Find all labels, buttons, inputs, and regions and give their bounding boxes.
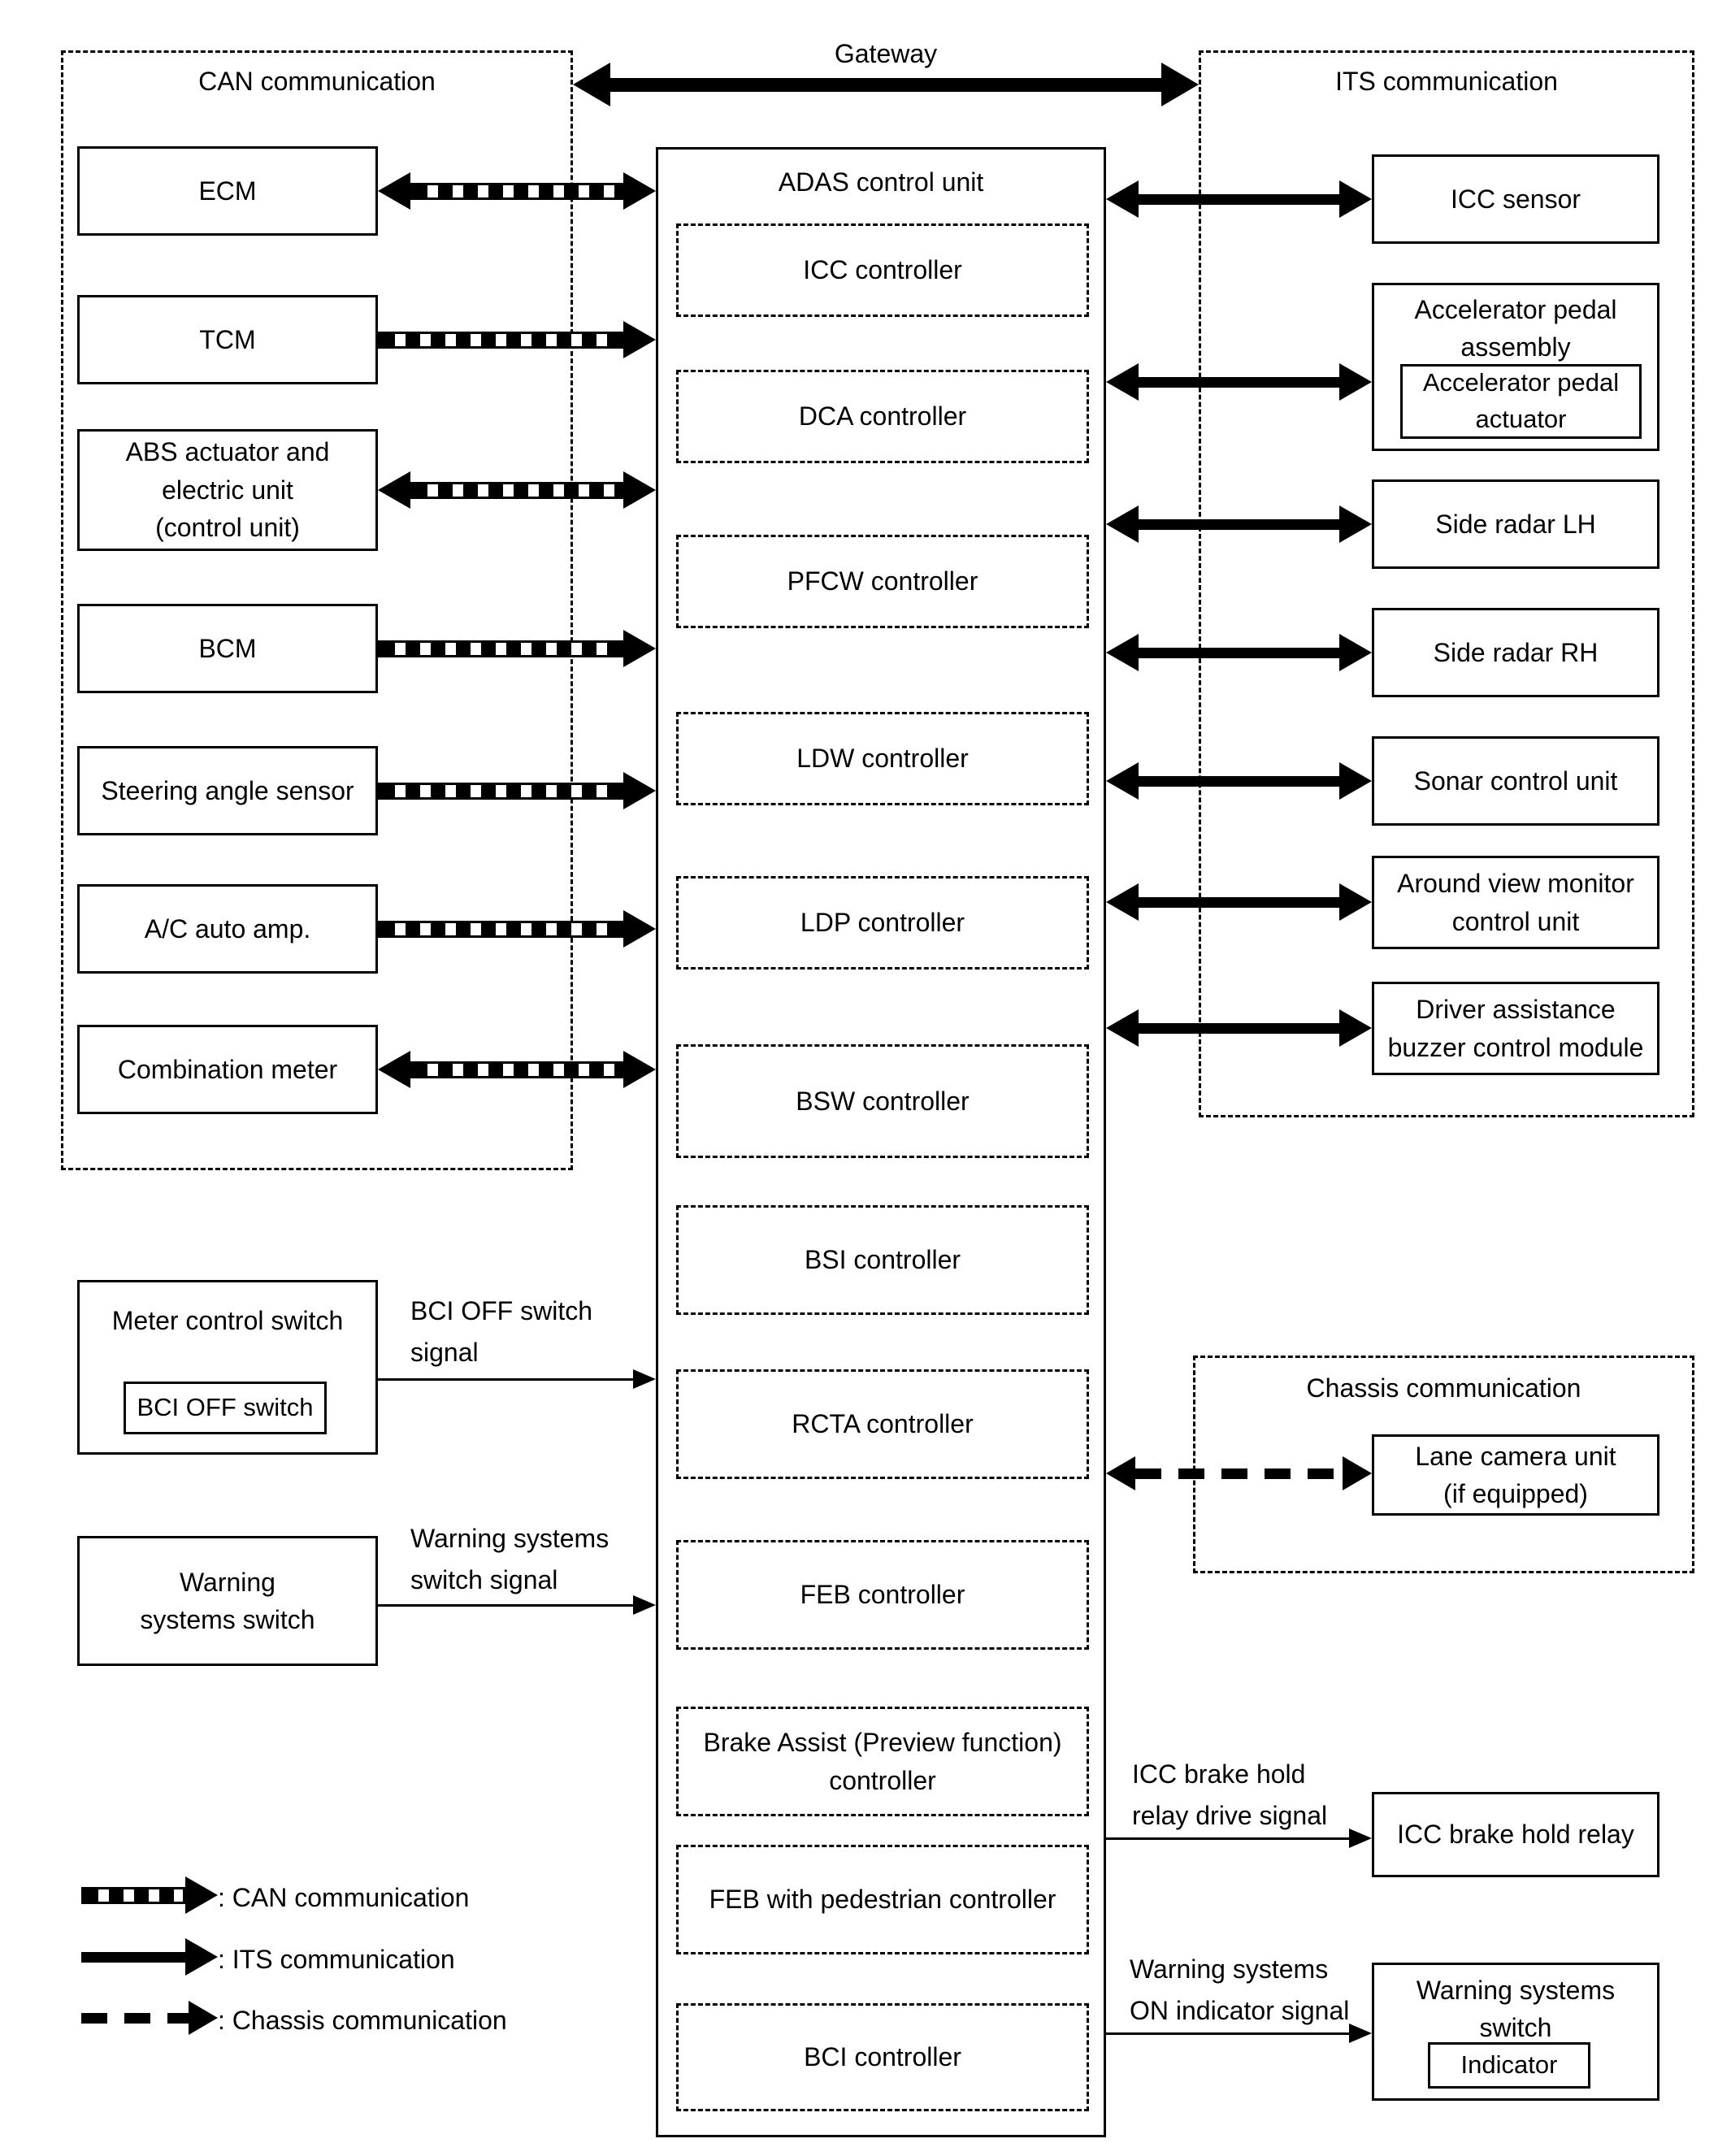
node-sonar-control-unit: Sonar control unit xyxy=(1372,736,1659,826)
warning-systems-switch-right-label: Warning systems switch xyxy=(1416,1975,1616,2042)
node-accelerator-pedal-actuator: Accelerator pedal actuator xyxy=(1400,364,1642,439)
its-arrow-sonar xyxy=(1106,758,1372,804)
signal-arrow-bci-off xyxy=(378,1356,656,1402)
chassis-arrow-lane-camera xyxy=(1106,1451,1372,1496)
adas-title: ADAS control unit xyxy=(778,167,984,197)
node-icc-sensor: ICC sensor xyxy=(1372,154,1659,244)
controller-feb: FEB controller xyxy=(676,1540,1089,1650)
accelerator-pedal-assembly-label: Accelerator pedal assembly xyxy=(1414,294,1617,362)
node-tcm: TCM xyxy=(77,295,378,384)
can-communication-panel xyxy=(61,50,573,1170)
chassis-panel-title: Chassis communication xyxy=(1306,1373,1581,1403)
node-side-radar-lh: Side radar LH xyxy=(1372,479,1659,569)
controller-ldw: LDW controller xyxy=(676,712,1089,805)
controller-bsw: BSW controller xyxy=(676,1044,1089,1158)
legend-can-label: : CAN communication xyxy=(218,1883,470,1912)
controller-pfcw: PFCW controller xyxy=(676,535,1089,628)
controller-feb-pedestrian: FEB with pedestrian controller xyxy=(676,1845,1089,1954)
legend-chassis-label: : Chassis communication xyxy=(218,2006,507,2035)
its-arrow-around-view xyxy=(1106,879,1372,925)
controller-dca: DCA controller xyxy=(676,370,1089,463)
node-side-radar-rh: Side radar RH xyxy=(1372,608,1659,697)
node-ac-auto-amp: A/C auto amp. xyxy=(77,884,378,974)
can-arrow-combination-meter xyxy=(378,1047,656,1092)
signal-warning-on-label: Warning systems ON indicator signal xyxy=(1130,1954,1350,2026)
node-bci-off-switch: BCI OFF switch xyxy=(124,1382,327,1434)
can-arrow-ecm xyxy=(378,168,656,214)
signal-arrow-warning-on xyxy=(1106,2011,1372,2056)
legend-its-arrow xyxy=(81,1934,218,1980)
can-panel-title: CAN communication xyxy=(198,66,436,96)
its-communication-panel xyxy=(1199,50,1694,1117)
can-arrow-tcm xyxy=(378,317,656,362)
legend-its-label: : ITS communication xyxy=(218,1945,455,1974)
its-arrow-accelerator xyxy=(1106,359,1372,405)
controller-ldp: LDP controller xyxy=(676,876,1089,970)
node-combination-meter: Combination meter xyxy=(77,1025,378,1114)
node-around-view-monitor: Around view monitor control unit xyxy=(1372,856,1659,949)
controller-bsi: BSI controller xyxy=(676,1205,1089,1315)
signal-bci-off-label: BCI OFF switch signal xyxy=(410,1296,593,1368)
signal-arrow-warning-switch xyxy=(378,1582,656,1628)
chassis-communication-panel xyxy=(1193,1356,1694,1573)
controller-brake-assist: Brake Assist (Preview function) controll… xyxy=(676,1707,1089,1816)
controller-icc: ICC controller xyxy=(676,223,1089,317)
its-arrow-side-radar-rh xyxy=(1106,630,1372,675)
can-arrow-ac xyxy=(378,906,656,952)
signal-warning-switch-label: Warning systems switch signal xyxy=(410,1524,610,1595)
controller-rcta: RCTA controller xyxy=(676,1369,1089,1479)
its-arrow-buzzer xyxy=(1106,1005,1372,1051)
node-driver-assistance-buzzer: Driver assistance buzzer control module xyxy=(1372,982,1659,1075)
can-arrow-abs xyxy=(378,467,656,513)
node-indicator: Indicator xyxy=(1428,2042,1590,2089)
node-abs-actuator: ABS actuator and electric unit (control … xyxy=(77,429,378,551)
its-arrow-icc-sensor xyxy=(1106,176,1372,222)
signal-icc-brake-label: ICC brake hold relay drive signal xyxy=(1132,1759,1328,1831)
node-icc-brake-hold-relay: ICC brake hold relay xyxy=(1372,1792,1659,1877)
signal-arrow-icc-brake xyxy=(1106,1815,1372,1861)
its-panel-title: ITS communication xyxy=(1335,66,1558,96)
meter-control-switch-label: Meter control switch xyxy=(111,1305,344,1335)
can-arrow-steering xyxy=(378,768,656,813)
node-warning-systems-switch-left: Warning systems switch xyxy=(77,1536,378,1666)
legend-chassis-arrow xyxy=(81,1995,218,2041)
legend-can-arrow xyxy=(81,1872,218,1918)
its-arrow-side-radar-lh xyxy=(1106,501,1372,547)
can-arrow-bcm xyxy=(378,626,656,671)
controller-bci: BCI controller xyxy=(676,2003,1089,2111)
node-lane-camera-unit: Lane camera unit (if equipped) xyxy=(1372,1434,1659,1516)
gateway-label: Gateway xyxy=(834,38,938,68)
node-steering-angle-sensor: Steering angle sensor xyxy=(77,746,378,835)
gateway-arrow xyxy=(573,62,1199,107)
node-ecm: ECM xyxy=(77,146,378,236)
node-bcm: BCM xyxy=(77,604,378,693)
